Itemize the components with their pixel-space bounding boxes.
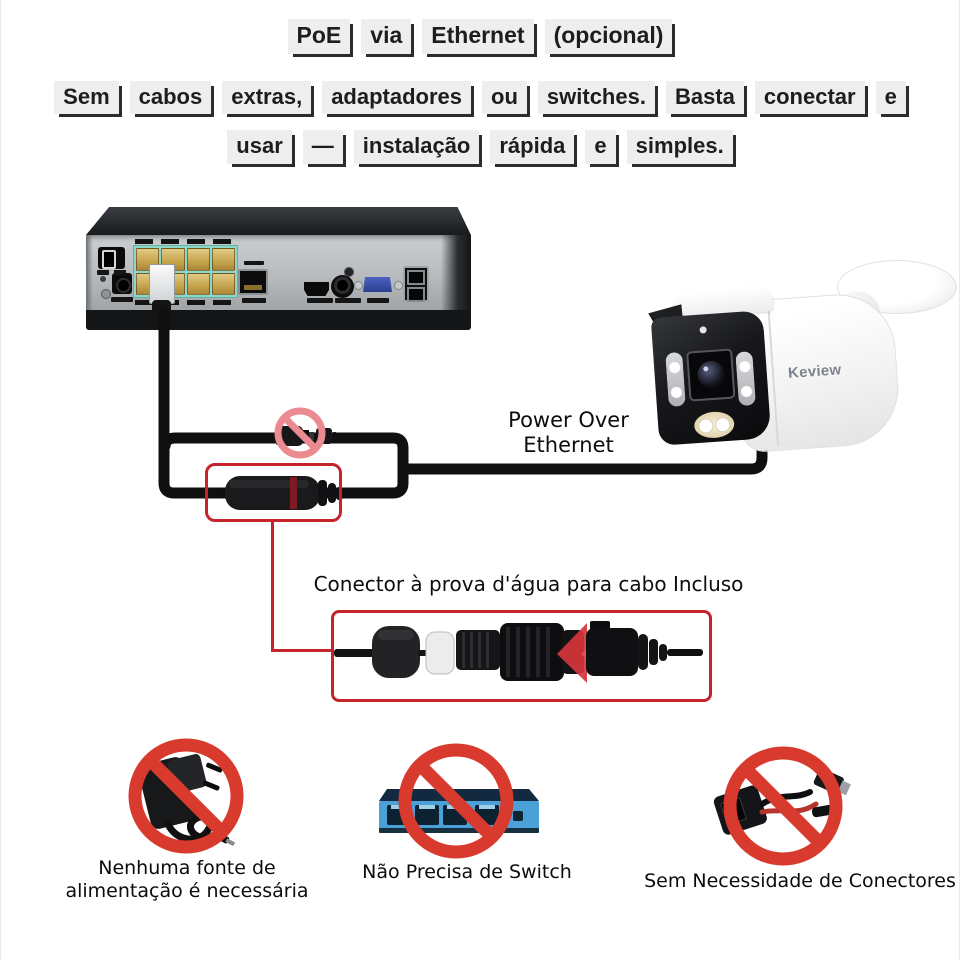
port-label (367, 298, 389, 303)
nvr-recorder (86, 207, 471, 332)
waterproof-detail-box (331, 610, 712, 702)
poe-port-icon (211, 248, 235, 271)
nvr-cable-loop (158, 308, 409, 499)
word-chip: Ethernet (422, 19, 534, 54)
nvr-base (86, 310, 471, 330)
caption-line: alimentação é necessária (65, 880, 309, 902)
vga-screw-icon (354, 281, 363, 290)
port-labels (135, 239, 235, 244)
red-callout-line (271, 649, 332, 652)
nvr-usb-ports-icon (403, 266, 429, 302)
word-chip: — (302, 130, 343, 164)
word-chip: e (875, 80, 906, 115)
nvr-top-panel (86, 207, 471, 235)
no-switch-icon (379, 743, 539, 859)
port-label (244, 261, 264, 265)
nvr-lan-port-icon (238, 269, 268, 295)
camera-led-left-icon (665, 351, 686, 408)
header-title-row: PoE via Ethernet (opcional) (1, 19, 959, 54)
waterproof-connector-exploded-icon (334, 621, 703, 683)
word-chip: simples. (626, 130, 733, 164)
nvr-dc-jack-icon (112, 273, 132, 294)
word-chip: via (361, 19, 412, 54)
waterproof-connector-icon (215, 476, 343, 510)
poe-label-line2: Ethernet (523, 433, 614, 457)
camera-mic-dot (699, 326, 707, 334)
nvr-audio-nub (344, 267, 354, 277)
caption-line: Nenhuma fonte de (98, 857, 276, 879)
poe-label-line1: Power Over (508, 408, 629, 432)
security-camera: Keview (629, 250, 959, 465)
poe-port-icon (211, 272, 235, 295)
word-chip: PoE (287, 19, 351, 54)
port-label (307, 298, 333, 303)
word-chip: switches. (537, 80, 655, 115)
port-label (97, 270, 127, 275)
word-chip: rápida (490, 130, 575, 164)
nvr-screw-icon (101, 289, 111, 299)
nvr-vga-port-icon (363, 277, 392, 292)
no-switch-caption: Não Precisa de Switch (362, 861, 572, 883)
camera-warm-light-icon (693, 410, 736, 440)
camera-cable (397, 430, 768, 475)
no-power-caption: Nenhuma fonte de alimentação é necessári… (47, 857, 327, 903)
power-adapter-art (138, 754, 207, 829)
word-chip: adaptadores (322, 80, 472, 115)
prohibition-circle-icon (128, 738, 244, 854)
word-chip: usar (227, 130, 292, 164)
waterproof-highlight-box (205, 463, 342, 522)
prohibition-circle-icon (398, 743, 514, 859)
nvr-power-switch-icon (98, 247, 125, 269)
camera-brand-label: Keview (787, 361, 842, 383)
word-chip: (opcional) (544, 19, 673, 54)
vga-screw-icon (394, 281, 403, 290)
port-label (242, 298, 266, 303)
camera-led-right-icon (735, 351, 756, 407)
word-chip: ou (482, 80, 527, 115)
word-chip: e (585, 130, 616, 164)
word-chip: instalação (353, 130, 480, 164)
nvr-audio-jack-icon (331, 275, 354, 298)
camera-lens (686, 348, 736, 402)
no-dc-power-prohibition-icon (274, 407, 326, 459)
word-chip: cabos (129, 80, 212, 115)
nvr-hdmi-port-icon (304, 282, 329, 296)
prohibition-circle-icon (723, 746, 843, 866)
no-connectors-caption: Sem Necessidade de Conectores (644, 870, 956, 892)
camera-face (650, 310, 772, 446)
word-chip: Basta (665, 80, 744, 115)
port-labels (135, 300, 235, 305)
word-chip: Sem (54, 80, 119, 115)
poe-port-icon (186, 248, 210, 271)
poe-label: Power Over Ethernet (481, 408, 656, 458)
red-callout-line (271, 521, 274, 651)
port-label (111, 297, 133, 302)
word-chip: extras, (222, 80, 312, 115)
word-chip: conectar (754, 80, 865, 115)
poe-port-icon (186, 272, 210, 295)
header-subtitle-row-1: Sem cabos extras, adaptadores ou switches. Bas… (1, 80, 959, 115)
port-label (335, 298, 361, 303)
waterproof-caption: Conector à prova d'água para cabo Inclus… (313, 572, 744, 596)
no-connectors-icon (713, 746, 851, 866)
no-power-adapter-icon (128, 738, 244, 854)
nvr-led-dot (100, 276, 106, 282)
